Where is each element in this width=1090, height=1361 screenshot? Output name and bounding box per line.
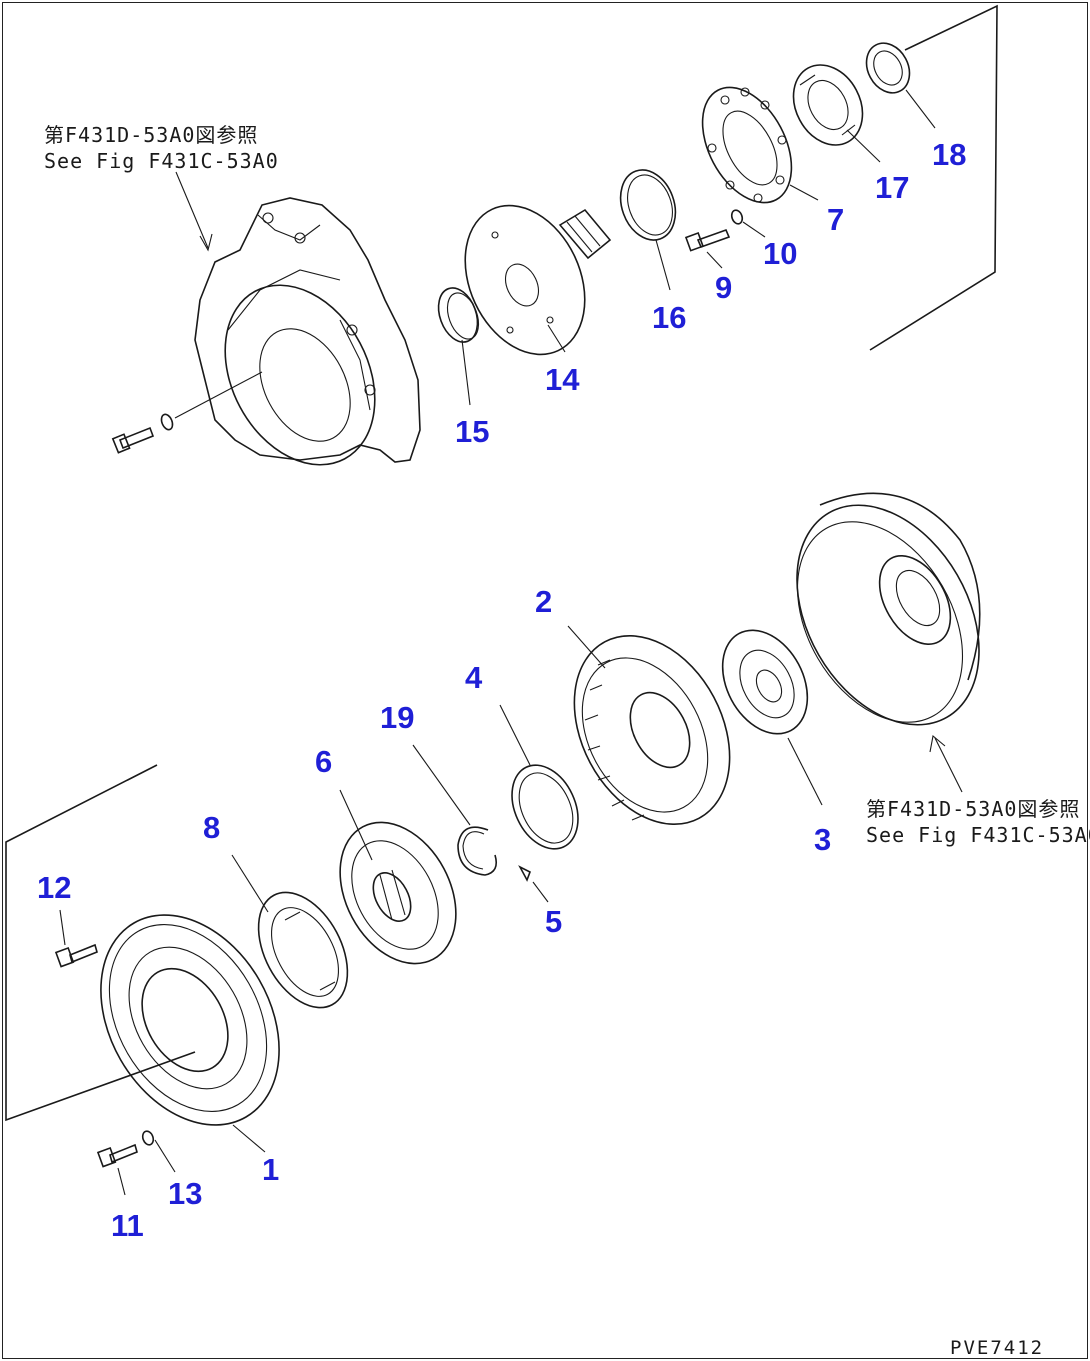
callout-4: 4 [465, 660, 483, 695]
part-19-retaining-ring [457, 826, 498, 876]
callout-18: 18 [932, 137, 966, 172]
callout-15: 15 [455, 414, 489, 449]
callout-1: 1 [262, 1152, 279, 1187]
part-18-seal-ring [865, 42, 911, 94]
part-5-pin [518, 865, 532, 882]
callout-10: 10 [763, 236, 797, 271]
part-9-10-bolt-washer [684, 209, 744, 252]
drawing-code: PVE7412 [950, 1337, 1044, 1359]
leader-lines [59, 89, 963, 1196]
callout-12: 12 [37, 870, 71, 905]
callout-8: 8 [203, 810, 220, 845]
part-15-cap [437, 287, 480, 343]
part-7-bolted-ring [701, 86, 793, 204]
part-2-turbine [573, 634, 731, 826]
callout-14: 14 [545, 362, 580, 397]
callout-3: 3 [814, 822, 831, 857]
part-3-stator [721, 629, 809, 735]
part-1-pump [54, 914, 280, 1168]
callout-11: 11 [111, 1208, 144, 1243]
part-4-snap-ring [511, 764, 579, 850]
right-reference-en: See Fig F431C-53A0 [866, 823, 1090, 847]
part-16-ring [619, 169, 677, 241]
callout-9: 9 [715, 270, 732, 305]
callout-6: 6 [315, 744, 332, 779]
callout-7: 7 [827, 202, 844, 237]
callout-2: 2 [535, 584, 552, 619]
top-reference-en: See Fig F431C-53A0 [44, 149, 279, 173]
part-14-flange-shaft [464, 204, 612, 356]
assembly-guide-lines [5, 4, 998, 1122]
callout-19: 19 [380, 700, 414, 735]
torque-converter-housing-reference [796, 492, 981, 726]
callout-5: 5 [545, 904, 562, 939]
right-reference-jp: 第F431D-53A0図参照 [866, 797, 1080, 821]
part-8-toothed-plate [257, 891, 349, 1009]
part-17-bearing [792, 64, 864, 146]
callout-numbers: 1 2 3 4 5 6 7 8 9 10 11 12 13 14 15 16 1… [37, 137, 966, 1243]
callout-13: 13 [168, 1176, 202, 1211]
housing-reference-part [111, 197, 421, 466]
callout-16: 16 [652, 300, 686, 335]
part-6-hub [339, 821, 457, 965]
top-reference-jp: 第F431D-53A0図参照 [44, 123, 258, 147]
reference-notes: 第F431D-53A0図参照 See Fig F431C-53A0 第F431D… [44, 123, 1090, 847]
callout-17: 17 [875, 170, 909, 205]
